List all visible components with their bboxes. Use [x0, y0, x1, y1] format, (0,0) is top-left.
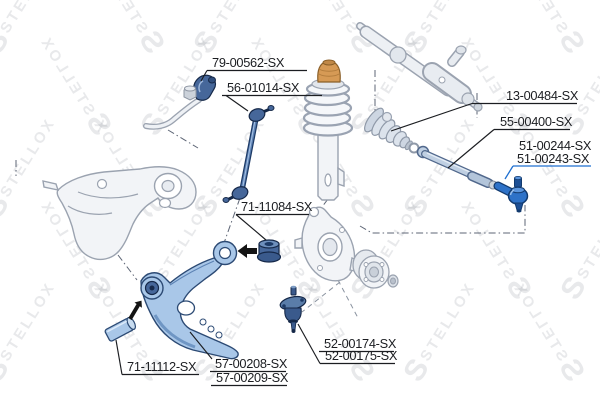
part-number-text-a[interactable]: 52-00174-SX — [324, 336, 397, 351]
rack-spacer-ring — [381, 111, 393, 123]
centerlines — [15, 70, 526, 319]
leader-line — [200, 70, 208, 82]
part-label-steering-boot[interactable]: 13-00484-SX — [390, 88, 579, 132]
leader-line — [225, 95, 249, 112]
leader-line — [115, 339, 123, 375]
leader-line — [504, 165, 514, 180]
leader-line — [235, 214, 267, 241]
bushing-sleeve-part — [104, 316, 137, 342]
leader-line — [297, 323, 321, 364]
part-number-text[interactable]: 79-00562-SX — [212, 55, 285, 70]
part-number-text[interactable]: 71-11084-SX — [241, 199, 313, 214]
part-number-text[interactable]: 51-00244-SX — [519, 138, 592, 153]
strut-assembly-part — [302, 59, 354, 201]
stabilizer-bushing-part — [183, 74, 217, 101]
control-arm-bushing-part — [256, 239, 282, 263]
bump-stop-part — [317, 59, 341, 83]
tie-rod-end-part-highlighted — [493, 175, 529, 213]
steering-boot-part — [364, 107, 413, 151]
part-label-stabilizer-link[interactable]: 56-01014-SX — [222, 80, 322, 112]
selected-part-number-text[interactable]: 51-00243-SX — [517, 151, 590, 166]
leader-line — [189, 331, 213, 360]
insert-arrow-up-right-icon — [128, 300, 142, 321]
leader-line — [390, 102, 473, 132]
steering-knuckle-part — [294, 206, 363, 282]
part-label-tie-rod-end-selected[interactable]: 51-00243-SX — [504, 151, 591, 180]
subframe-part — [42, 166, 197, 261]
part-number-text[interactable]: 13-00484-SX — [506, 88, 579, 103]
part-number-text[interactable]: 56-01014-SX — [227, 80, 300, 95]
part-number-text-a[interactable]: 57-00208-SX — [215, 356, 288, 371]
stabilizer-bar-part — [143, 97, 202, 130]
leader-line — [447, 129, 495, 169]
control-arm-part — [140, 240, 239, 360]
part-label-stabilizer-bushing[interactable]: 79-00562-SX — [200, 55, 307, 82]
insert-arrow-left-icon — [237, 244, 257, 258]
axial-rod-part — [416, 145, 500, 190]
part-label-ball-joint[interactable]: 52-00174-SX 52-00175-SX — [297, 323, 398, 365]
part-label-control-arm-bushing[interactable]: 71-11084-SX — [235, 199, 313, 241]
part-label-control-arm[interactable]: 57-00208-SX 57-00209-SX — [189, 331, 289, 387]
ball-joint-part — [279, 285, 307, 333]
stabilizer-link-part — [222, 105, 275, 203]
part-number-text[interactable]: 71-11112-SX — [127, 359, 197, 374]
part-number-text-b[interactable]: 57-00209-SX — [216, 370, 289, 385]
coil-spring-part — [302, 81, 354, 137]
part-label-bushing-sleeve[interactable]: 71-11112-SX — [115, 339, 199, 376]
part-number-text[interactable]: 55-00400-SX — [500, 114, 573, 129]
part-label-axial-rod[interactable]: 55-00400-SX — [447, 114, 573, 169]
part-label-tie-rod-end-pair[interactable]: 51-00244-SX — [519, 138, 592, 153]
hub-nut-part — [387, 274, 399, 288]
wheel-hub-part — [352, 249, 390, 289]
steering-rack-part — [356, 22, 483, 112]
part-number-text-b[interactable]: 52-00175-SX — [325, 348, 398, 363]
